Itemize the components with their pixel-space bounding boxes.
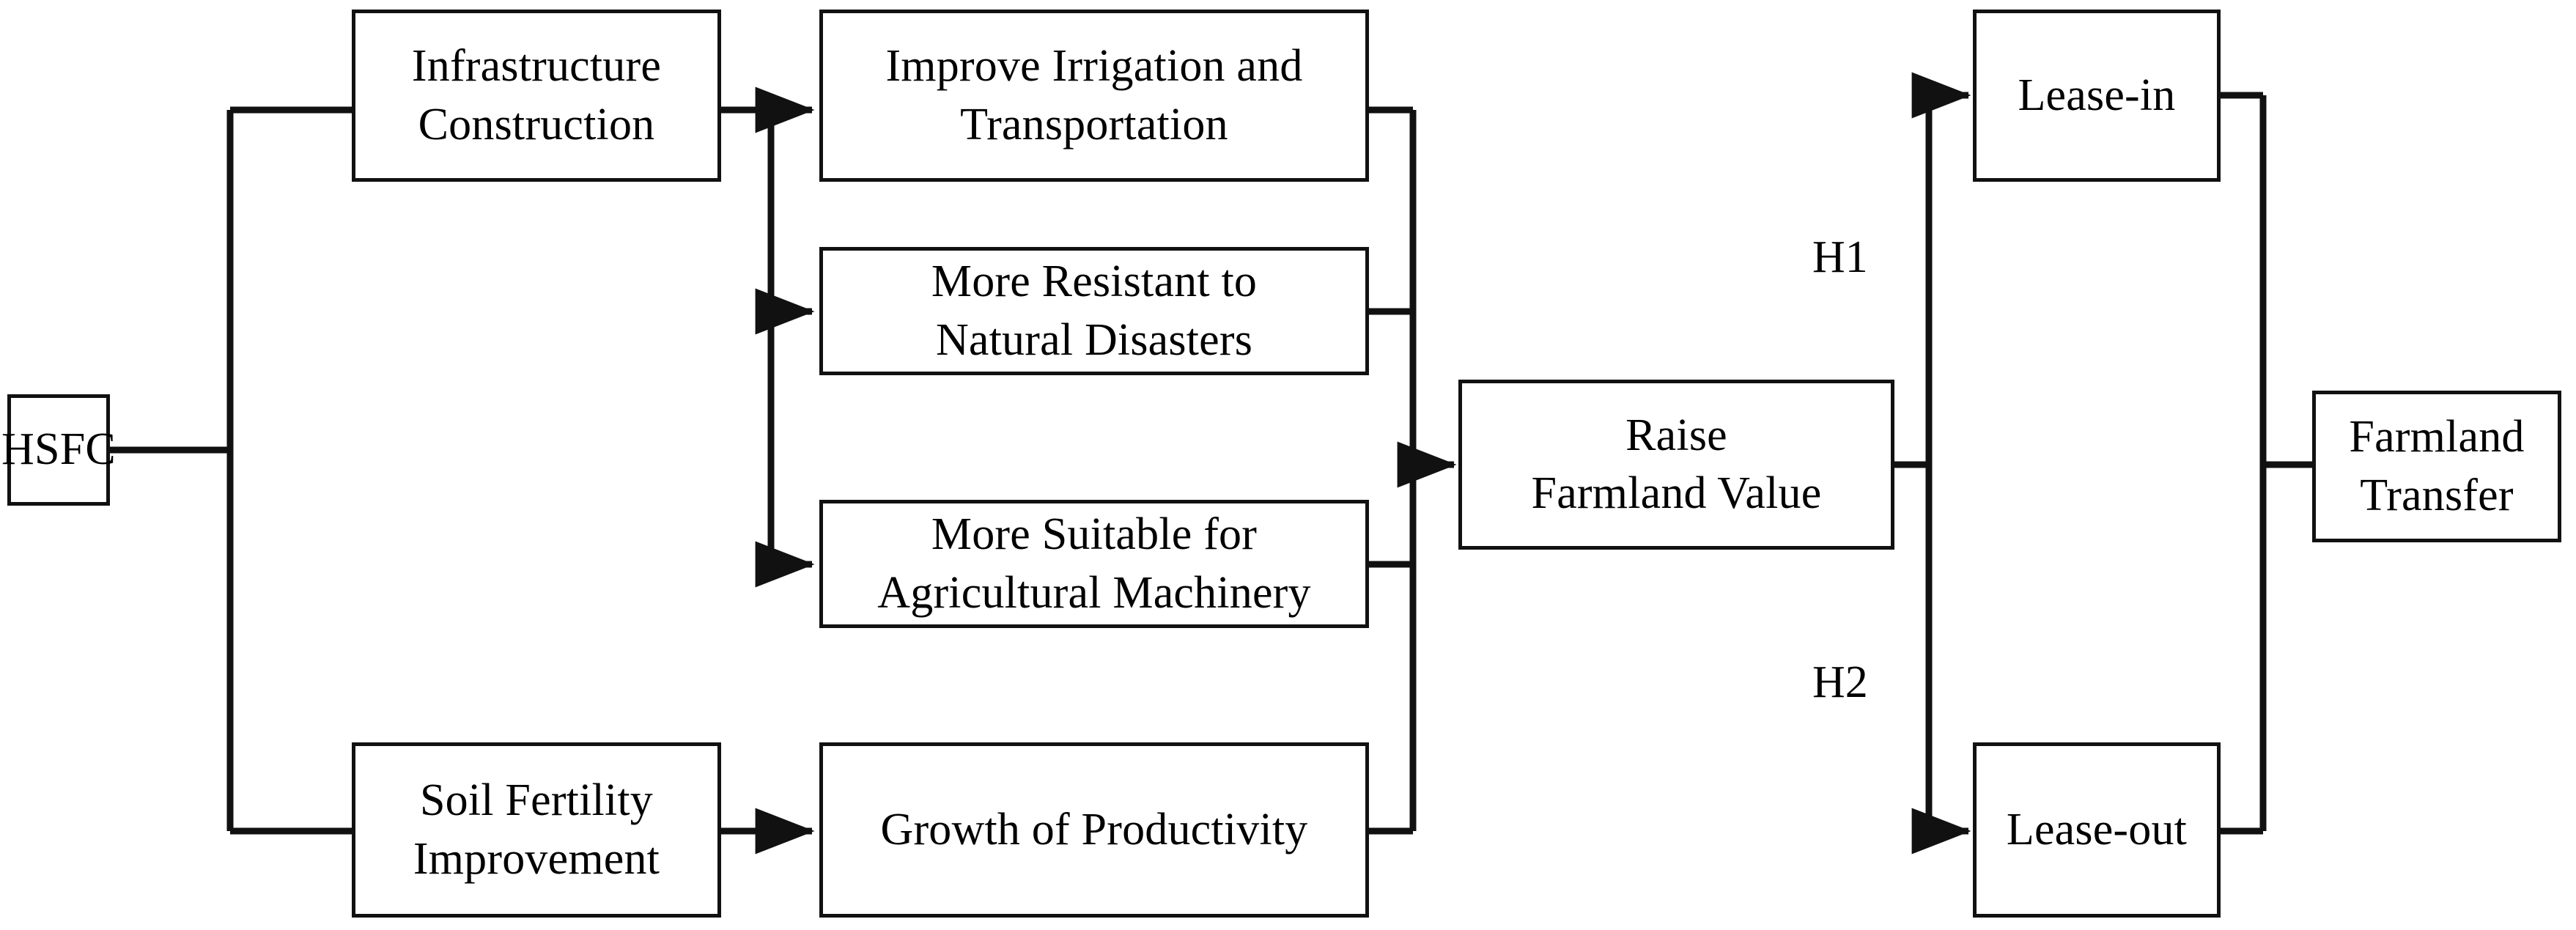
node-soil-fertility-improvement[interactable]: Soil Fertility Improvement: [352, 742, 721, 918]
node-lease-in-label: Lease-in: [2018, 70, 2176, 120]
node-lease-out[interactable]: Lease-out: [1973, 742, 2221, 918]
node-raise-farmland-value[interactable]: Raise Farmland Value: [1458, 380, 1894, 550]
node-soil-fertility-improvement-label: Soil Fertility Improvement: [413, 775, 660, 884]
node-farmland-transfer-label: Farmland Transfer: [2349, 412, 2525, 520]
node-more-suitable-agricultural-machinery-label: More Suitable for Agricultural Machinery: [877, 509, 1311, 618]
node-more-suitable-agricultural-machinery[interactable]: More Suitable for Agricultural Machinery: [819, 500, 1369, 628]
node-more-resistant-natural-disasters[interactable]: More Resistant to Natural Disasters: [819, 247, 1369, 375]
node-hsfc-label: HSFC: [1, 424, 116, 475]
node-lease-out-label: Lease-out: [2006, 804, 2188, 855]
node-more-resistant-natural-disasters-label: More Resistant to Natural Disasters: [931, 257, 1258, 365]
node-lease-in[interactable]: Lease-in: [1973, 10, 2221, 182]
node-infrastructure-construction-label: Infrastructure Construction: [411, 41, 662, 150]
node-improve-irrigation-transportation-label: Improve Irrigation and Transportation: [885, 41, 1303, 150]
node-growth-of-productivity-label: Growth of Productivity: [880, 804, 1308, 855]
hypothesis-label-h1: H1: [1812, 232, 1868, 282]
node-infrastructure-construction[interactable]: Infrastructure Construction: [352, 10, 721, 182]
hypothesis-label-h2: H2: [1812, 657, 1868, 707]
node-hsfc[interactable]: HSFC: [1, 394, 116, 506]
node-raise-farmland-value-label: Raise Farmland Value: [1531, 410, 1822, 518]
node-growth-of-productivity[interactable]: Growth of Productivity: [819, 742, 1369, 918]
node-improve-irrigation-transportation[interactable]: Improve Irrigation and Transportation: [819, 10, 1369, 182]
node-farmland-transfer[interactable]: Farmland Transfer: [2312, 391, 2561, 542]
